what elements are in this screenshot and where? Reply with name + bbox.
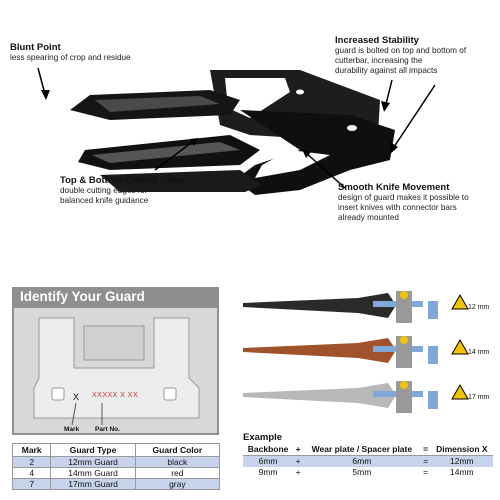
cell: 12mm xyxy=(430,455,493,467)
guard-top-view xyxy=(14,308,217,433)
callout-body: less spearing of crop and residue xyxy=(10,53,131,62)
callout-line: insert knives with connector bars xyxy=(338,203,457,212)
cell: gray xyxy=(134,478,221,490)
header-cell: Mark xyxy=(11,443,52,457)
callout-line: cutterbar, increasing the xyxy=(335,56,423,65)
table-row: 6mm + 6mm = 12mm xyxy=(243,455,493,467)
cell: 17mm Guard xyxy=(50,478,136,490)
header-cell: Guard Color xyxy=(134,443,221,457)
callout-cutting-edge: Top & Bottom Cutting Edge double cutting… xyxy=(60,175,220,206)
identify-title: Identify Your Guard xyxy=(20,289,145,304)
callout-line: design of guard makes it possible to xyxy=(338,193,469,202)
cell: 7 xyxy=(11,478,52,490)
callout-title: Smooth Knife Movement xyxy=(338,182,450,193)
header-cell: Dimension X xyxy=(430,443,493,456)
cross-sections xyxy=(243,291,469,413)
callout-line: balanced knife guidance xyxy=(60,196,149,205)
cell: red xyxy=(134,467,221,479)
table-row: 4 14mm Guard red xyxy=(11,467,221,479)
cell: 9mm xyxy=(258,467,278,477)
cell: = xyxy=(420,455,431,467)
callout-line: already mounted xyxy=(338,213,399,222)
example-header: Backbone + Wear plate / Spacer plate = D… xyxy=(243,443,493,456)
label-part: Part No. xyxy=(95,426,120,433)
callout-line: guard is bolted on top and bottom of xyxy=(335,46,467,55)
dimension-top: 12 mm xyxy=(468,304,490,311)
example-title: Example xyxy=(243,432,283,443)
cell: 2 xyxy=(11,456,52,468)
header-cell: Wear plate / Spacer plate xyxy=(303,443,421,456)
header-cell: = xyxy=(420,443,431,456)
cell: + xyxy=(295,467,301,477)
cell: 12mm Guard xyxy=(50,456,136,468)
section-gray xyxy=(243,383,396,408)
dimension-bottom: 17 mm xyxy=(468,394,490,401)
cell: 14mm Guard xyxy=(50,467,136,479)
table-row: 7 17mm Guard gray xyxy=(11,478,221,490)
section-black xyxy=(243,293,396,318)
cell: 14mm xyxy=(449,467,474,477)
callout-increased-stability: Increased Stability guard is bolted on t… xyxy=(335,35,500,76)
guard-lower-finger xyxy=(100,170,262,192)
table-row: 9mm + 5mm = 14mm xyxy=(243,467,493,478)
guard-table: Mark Guard Type Guard Color 2 12mm Guard… xyxy=(11,443,221,490)
callout-title: Increased Stability xyxy=(335,35,419,46)
label-mark: Mark xyxy=(64,426,80,433)
header-cell: + xyxy=(293,443,304,456)
example-table: Backbone + Wear plate / Spacer plate = D… xyxy=(243,443,493,478)
cell: 4 xyxy=(11,467,52,479)
callout-line: double cutting edges for xyxy=(60,186,148,195)
callout-title: Blunt Point xyxy=(10,42,61,53)
dimension-middle: 14 mm xyxy=(468,349,490,356)
guard-illustration xyxy=(37,67,436,195)
cell: 6mm xyxy=(303,455,421,467)
part-code: XXXXX X XX xyxy=(92,392,139,399)
cell: 6mm xyxy=(243,455,294,467)
cell: = xyxy=(423,467,429,477)
cell: black xyxy=(134,456,221,468)
callout-smooth-knife: Smooth Knife Movement design of guard ma… xyxy=(338,182,500,223)
mark-x: X xyxy=(73,392,80,402)
cell: + xyxy=(293,455,304,467)
callout-line: durability against all impacts xyxy=(335,66,438,75)
header-cell: Backbone xyxy=(243,443,294,456)
callout-blunt-point: Blunt Point less spearing of crop and re… xyxy=(10,42,180,63)
guard-table-header: Mark Guard Type Guard Color xyxy=(11,443,221,457)
cell: 5mm xyxy=(352,467,372,477)
callout-title: Top & Bottom Cutting Edge xyxy=(60,175,184,186)
header-cell: Guard Type xyxy=(50,443,136,457)
section-red xyxy=(243,338,396,363)
table-row: 2 12mm Guard black xyxy=(11,456,221,468)
